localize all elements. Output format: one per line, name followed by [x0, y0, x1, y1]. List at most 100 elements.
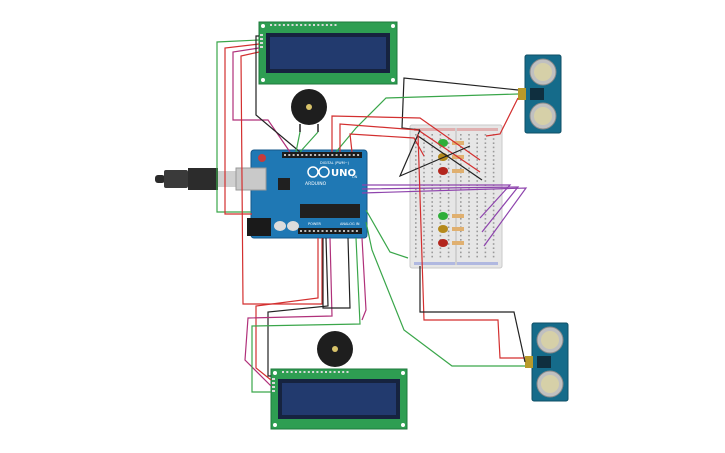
pin [492, 218, 495, 220]
pin [415, 213, 417, 216]
lcd-display-top[interactable] [258, 21, 398, 85]
piezo-buzzer-bottom[interactable] [317, 331, 353, 367]
pin [476, 247, 478, 249]
pin [431, 247, 433, 249]
pin [492, 205, 495, 207]
pin [447, 134, 450, 136]
pin [460, 251, 462, 254]
pin [305, 154, 308, 156]
wire [322, 237, 351, 309]
pin [447, 243, 450, 245]
pin [460, 205, 462, 207]
pin [431, 222, 433, 224]
pin [439, 222, 442, 224]
pin [260, 42, 263, 44]
pin [351, 230, 354, 232]
uno-header-pins [284, 154, 360, 232]
pin [272, 382, 275, 384]
pin [431, 213, 433, 216]
pin [330, 230, 333, 232]
pin [287, 24, 290, 26]
pin [431, 159, 433, 161]
pin [423, 239, 425, 241]
pin [439, 134, 442, 136]
pin [346, 371, 349, 373]
pin [476, 180, 478, 182]
pin [460, 146, 462, 149]
pin [338, 230, 341, 232]
piezo-buzzer-top[interactable] [291, 89, 327, 132]
pin [431, 218, 433, 220]
pin [270, 24, 272, 26]
pin [415, 197, 417, 199]
pin [431, 234, 433, 237]
pin [415, 163, 417, 165]
pin [439, 247, 442, 249]
pin [484, 209, 487, 212]
pin [301, 154, 304, 156]
pin [431, 197, 433, 199]
pin [439, 138, 442, 140]
arduino-uno-board[interactable]: UNO ARDUINO DIGITAL (PWM~) ANALOG IN POW… [235, 149, 368, 239]
pin [492, 239, 495, 241]
breadboard-holes [415, 134, 495, 258]
pin [447, 138, 450, 140]
pin [423, 255, 425, 258]
pin [423, 218, 425, 220]
pin [460, 209, 462, 212]
digital-header [282, 152, 362, 158]
led-red[interactable] [438, 167, 448, 175]
pin [468, 226, 470, 228]
ultrasonic-sensor-bottom[interactable] [525, 322, 569, 402]
pin [492, 201, 495, 203]
pin [296, 154, 299, 156]
pin [476, 205, 478, 207]
breadboard[interactable] [409, 124, 503, 269]
pin [439, 188, 442, 191]
pin [431, 251, 433, 254]
lcd-display-bottom[interactable] [270, 368, 408, 430]
pin [423, 222, 425, 224]
led-green[interactable] [438, 212, 448, 220]
pin [460, 159, 462, 161]
pin [337, 371, 340, 373]
analog-label: ANALOG IN [340, 222, 360, 226]
pin [460, 234, 462, 237]
pin [484, 247, 487, 249]
pin [292, 154, 295, 156]
pin [415, 243, 417, 245]
led-green[interactable] [438, 139, 448, 147]
pin [317, 24, 320, 26]
board-maker: ARDUINO [305, 181, 327, 187]
pin [447, 230, 450, 233]
pin [431, 146, 433, 149]
pin [492, 243, 495, 245]
wire [361, 237, 367, 321]
pin [423, 188, 425, 191]
pin [415, 205, 417, 207]
pin [460, 180, 462, 182]
pin [415, 180, 417, 182]
pin [415, 171, 417, 174]
pin [431, 134, 433, 136]
wire [251, 237, 361, 393]
led-red[interactable] [438, 239, 448, 247]
wire [244, 237, 333, 387]
pin [423, 163, 425, 165]
pin [476, 201, 478, 203]
pin [260, 34, 263, 36]
pin [431, 255, 433, 258]
led-yellow[interactable] [438, 225, 448, 233]
pin [468, 251, 470, 254]
pin [468, 138, 470, 140]
pin [460, 218, 462, 220]
pin [272, 390, 275, 392]
pin [415, 176, 417, 178]
pin [439, 180, 442, 182]
pin [476, 239, 478, 241]
pin [484, 134, 487, 136]
ultrasonic-sensor-top[interactable] [518, 54, 562, 134]
pin [415, 155, 417, 157]
pin [476, 255, 478, 258]
pin [347, 230, 350, 232]
